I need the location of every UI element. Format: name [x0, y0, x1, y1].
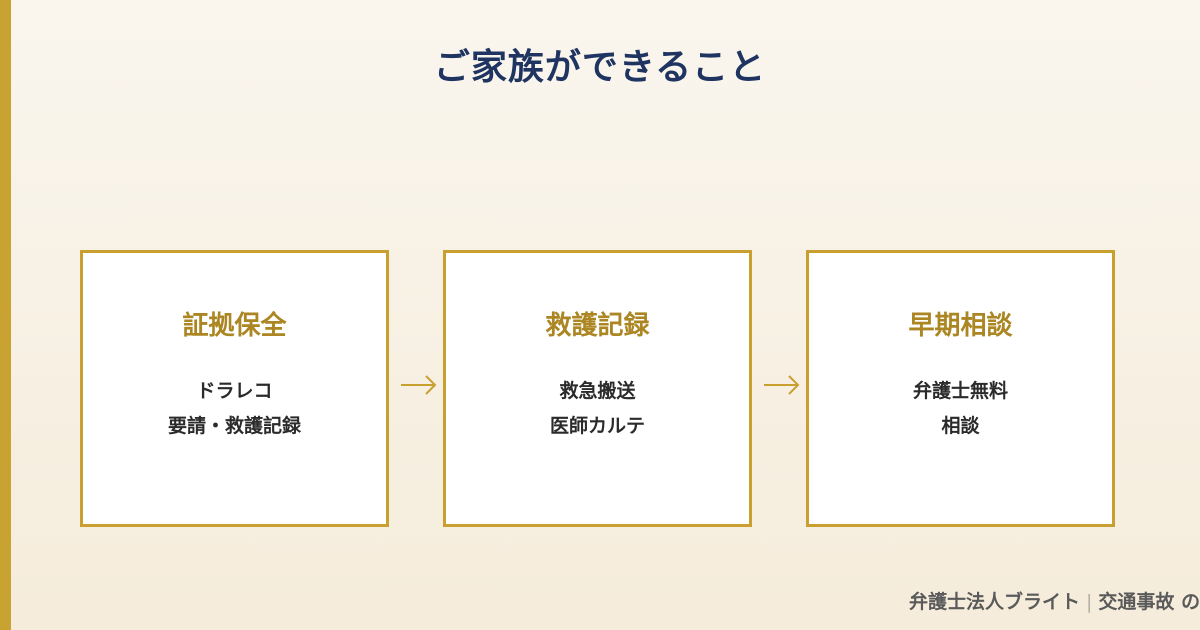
step-heading: 証拠保全 [182, 311, 287, 341]
footer-credit: 弁護士法人ブライト|交通事故 の [909, 586, 1200, 618]
arrow-right-icon [401, 375, 437, 395]
step-card-evidence: 証拠保全 ドラレコ 要請・救護記録 [80, 250, 389, 527]
step-detail-line: 医師カルテ [549, 415, 645, 437]
step-detail-line: 弁護士無料 [912, 380, 1008, 402]
step-heading: 救護記録 [545, 311, 650, 341]
footer-topic: 交通事故 [1098, 591, 1175, 613]
step-heading: 早期相談 [908, 311, 1013, 341]
footer-firm-name: 弁護士法人ブライト [909, 591, 1081, 613]
step-card-rescue-record: 救護記録 救急搬送 医師カルテ [443, 250, 752, 527]
step-detail-line: ドラレコ [196, 380, 273, 402]
page-title: ご家族ができること [433, 47, 767, 88]
step-card-early-consultation: 早期相談 弁護士無料 相談 [806, 250, 1115, 527]
footer-separator: | [1086, 591, 1093, 613]
step-detail-line: 相談 [941, 415, 980, 437]
arrow-right-icon [764, 375, 800, 395]
step-detail-line: 要請・救護記録 [167, 415, 301, 437]
footer-cut-off-text: の [1181, 591, 1200, 613]
step-detail-line: 救急搬送 [559, 380, 636, 402]
left-accent-bar [0, 0, 11, 630]
